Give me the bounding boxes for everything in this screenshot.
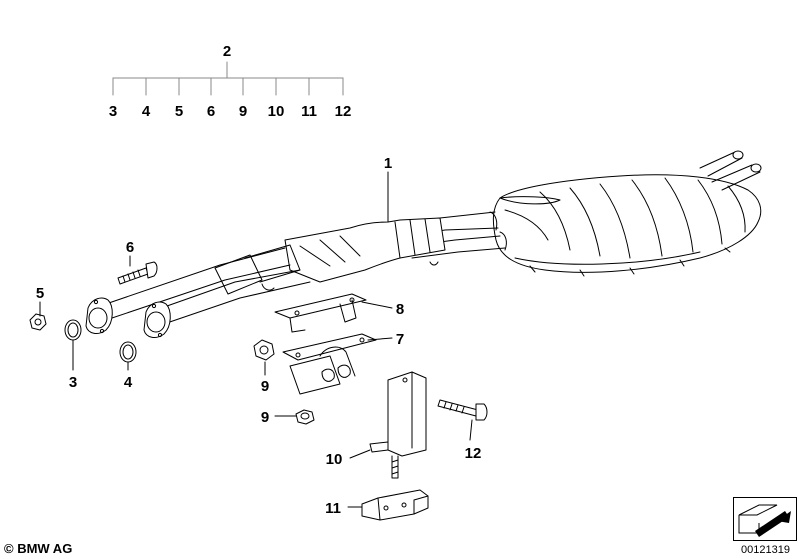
sub-label: 6 — [207, 103, 215, 120]
front-flange-left — [85, 297, 113, 334]
clamp-11 — [361, 489, 429, 521]
center-section — [284, 217, 446, 283]
nut-9-upper — [253, 339, 275, 361]
callout-3: 3 — [69, 374, 77, 391]
front-pipes — [99, 244, 311, 327]
sub-label: 12 — [335, 103, 352, 120]
callout-6: 6 — [126, 239, 134, 256]
nut-small — [29, 313, 47, 331]
mount-7 — [282, 333, 377, 395]
front-flange-right — [143, 301, 171, 338]
callout-7: 7 — [396, 331, 404, 348]
sub-label: 9 — [239, 103, 247, 120]
assembly-bracket — [112, 61, 344, 96]
callout-5: 5 — [36, 285, 44, 302]
callout-4: 4 — [124, 374, 133, 391]
view-orientation-icon — [733, 497, 797, 541]
bracket-8 — [274, 293, 367, 333]
gasket-4 — [119, 341, 137, 363]
callout-9-lower: 9 — [261, 409, 269, 426]
callout-9-upper: 9 — [261, 378, 269, 395]
copyright-notice: © BMW AG — [4, 541, 73, 556]
callout-10: 10 — [326, 451, 343, 468]
document-number: 00121319 — [741, 544, 790, 556]
tailpipes — [699, 150, 762, 191]
gasket-3 — [64, 319, 82, 341]
sub-label: 11 — [301, 103, 317, 120]
hanger-10 — [369, 371, 427, 479]
callout-11: 11 — [325, 500, 341, 517]
assembly-label: 2 — [223, 43, 231, 60]
rear-silencer — [492, 174, 762, 277]
sub-label: 5 — [175, 103, 183, 120]
sub-label: 3 — [109, 103, 117, 120]
callout-1: 1 — [384, 155, 392, 172]
bolt-12 — [437, 399, 488, 421]
callout-8: 8 — [396, 301, 404, 318]
nut-9-lower — [295, 409, 315, 425]
leader-lines — [39, 171, 473, 508]
sub-label: 10 — [268, 103, 285, 120]
callout-12: 12 — [465, 445, 482, 462]
sub-label: 4 — [142, 103, 151, 120]
bolt — [117, 261, 158, 285]
